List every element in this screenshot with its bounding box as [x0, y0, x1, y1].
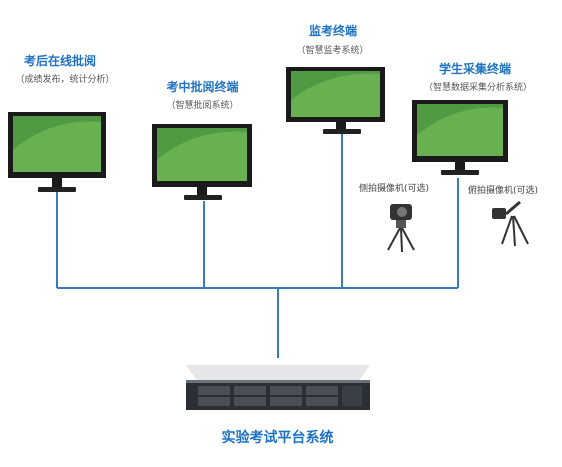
terminal-4-subtitle: （智慧数据采集分析系统）: [423, 83, 532, 93]
camera-side-label: 侧拍摄像机(可选): [359, 184, 430, 194]
terminal-2-title: 考中批阅终端: [166, 80, 239, 94]
monitor-3: [286, 67, 385, 134]
monitor-4: [412, 100, 508, 175]
monitor-1: [8, 112, 106, 192]
server-label: 实验考试平台系统: [221, 430, 334, 446]
camera-top: [492, 200, 529, 247]
camera-top-label: 俯拍摄像机(可选): [468, 186, 539, 196]
terminal-1-title: 考后在线批阅: [23, 54, 96, 68]
camera-side: [387, 204, 415, 253]
terminal-3-subtitle: （智慧监考系统）: [296, 46, 369, 56]
terminal-1-subtitle: （成绩发布，统计分析）: [15, 75, 115, 85]
terminal-2-subtitle: （智慧批阅系统）: [166, 101, 239, 111]
monitor-2: [152, 124, 252, 200]
terminal-3-title: 监考终端: [308, 24, 357, 38]
server: [186, 365, 370, 410]
terminal-4-title: 学生采集终端: [438, 62, 511, 76]
